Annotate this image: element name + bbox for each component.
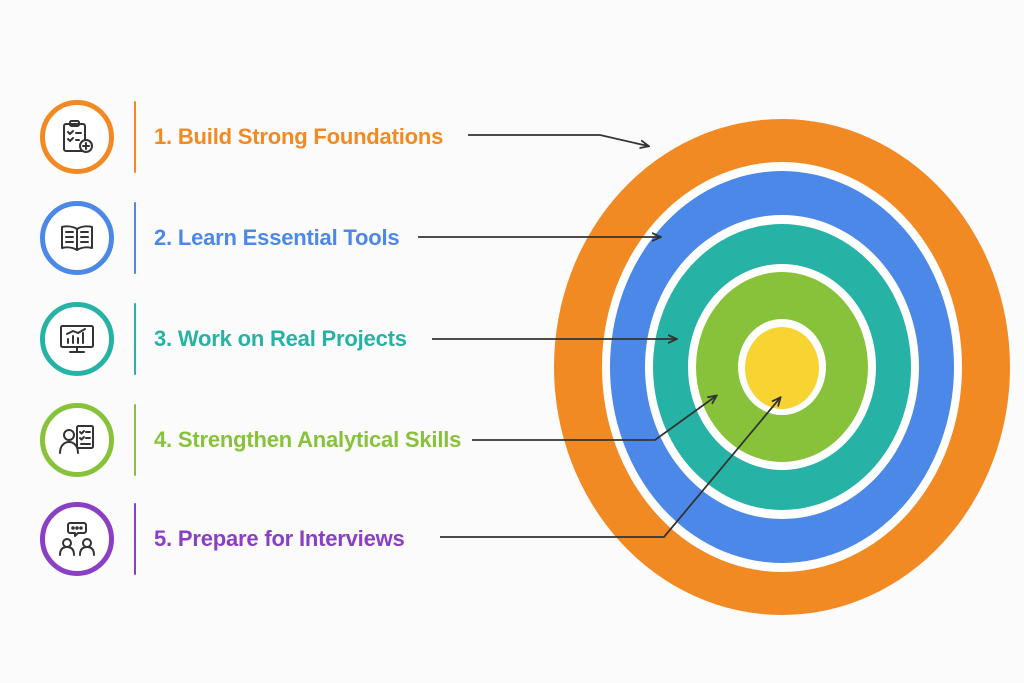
target-ring-orange bbox=[554, 119, 1010, 615]
icon-ring bbox=[40, 403, 114, 477]
step-prepare-for-interviews: 5. Prepare for Interviews bbox=[40, 497, 405, 581]
open-book-icon bbox=[61, 225, 93, 251]
icon-ring bbox=[40, 100, 114, 174]
target-bullseye-yellow bbox=[745, 327, 819, 409]
target-gap-3 bbox=[688, 264, 876, 470]
step-work-on-real-projects: 3. Work on Real Projects bbox=[40, 297, 407, 381]
step-divider bbox=[134, 202, 136, 274]
target-ring-blue bbox=[610, 171, 954, 563]
step-strengthen-analytical-skills: 4. Strengthen Analytical Skills bbox=[40, 398, 461, 482]
person-checklist-icon bbox=[59, 425, 94, 454]
arrow-step-4 bbox=[472, 396, 716, 441]
icon-ring bbox=[40, 201, 114, 275]
monitor-chart-icon bbox=[60, 325, 94, 353]
step-divider bbox=[134, 101, 136, 173]
interview-chat-icon bbox=[59, 522, 95, 556]
step-label: 3. Work on Real Projects bbox=[154, 326, 407, 351]
step-divider bbox=[134, 503, 136, 575]
arrow-step-5 bbox=[440, 398, 780, 538]
step-build-strong-foundations: 1. Build Strong Foundations bbox=[40, 95, 443, 179]
step-divider bbox=[134, 404, 136, 476]
icon-ring bbox=[40, 502, 114, 576]
icon-ring bbox=[40, 302, 114, 376]
step-learn-essential-tools: 2. Learn Essential Tools bbox=[40, 196, 400, 280]
target-ring-green bbox=[696, 272, 868, 462]
step-label: 2. Learn Essential Tools bbox=[154, 225, 400, 250]
arrow-step-1 bbox=[468, 134, 648, 146]
step-label: 1. Build Strong Foundations bbox=[154, 124, 444, 149]
target-gap-1 bbox=[602, 162, 962, 572]
step-divider bbox=[134, 303, 136, 375]
target-ring-teal bbox=[653, 224, 911, 510]
target-gap-2 bbox=[645, 215, 919, 519]
target-gap-4 bbox=[738, 319, 826, 415]
step-label: 4. Strengthen Analytical Skills bbox=[154, 427, 462, 452]
clipboard-checklist-icon bbox=[63, 120, 93, 153]
step-label: 5. Prepare for Interviews bbox=[154, 526, 405, 551]
